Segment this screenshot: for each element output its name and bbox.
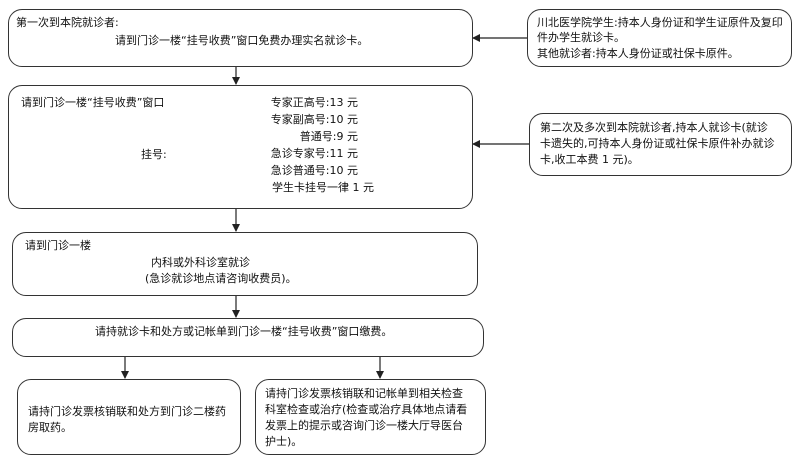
fee-expert-senior: 专家正高号:13 元 <box>270 96 358 109</box>
id-requirements-line1: 川北医学院学生:持本人身份证和学生证原件及复印 <box>537 16 783 29</box>
repeat-visit-box: 第二次及多次到本院就诊者,持本人就诊卡(就诊 卡遗失的,可持本人身份证或社保卡原… <box>529 113 792 176</box>
fee-expert-associate: 专家副高号:10 元 <box>270 113 358 126</box>
consultation-line2: 内科或外科诊室就诊 <box>151 256 250 269</box>
payment-line1: 请持就诊卡和处方或记帐单到门诊一楼“挂号收费”窗口缴费。 <box>95 325 393 338</box>
pharmacy-line2: 房取药。 <box>28 421 72 434</box>
fee-regular: 普通号:9 元 <box>299 130 358 143</box>
first-visit-box: 第一次到本院就诊者: 请到门诊一楼“挂号收费”窗口免费办理实名就诊卡。 <box>8 9 473 67</box>
exam-line2: 科室检查或治疗(检查或治疗具体地点请看 <box>265 403 468 416</box>
consultation-box: 请到门诊一楼 内科或外科诊室就诊 (急诊就诊地点请咨询收费员)。 <box>12 232 478 296</box>
registration-window: 请到门诊一楼“挂号收费”窗口 <box>21 96 165 109</box>
exam-line4: 护士)。 <box>265 435 303 448</box>
repeat-visit-line3: 卡,收工本费 1 元)。 <box>540 153 639 166</box>
registration-box: 请到门诊一楼“挂号收费”窗口 挂号: 专家正高号:13 元 专家副高号:10 元… <box>8 85 473 209</box>
exam-line1: 请持门诊发票核销联和记帐单到相关检查 <box>265 387 463 400</box>
fee-emergency-expert: 急诊专家号:11 元 <box>270 147 358 160</box>
pharmacy-line1: 请持门诊发票核销联和处方到门诊二楼药 <box>28 405 226 418</box>
repeat-visit-line1: 第二次及多次到本院就诊者,持本人就诊卡(就诊 <box>540 121 768 134</box>
consultation-line3: (急诊就诊地点请咨询收费员)。 <box>145 272 297 285</box>
repeat-visit-line2: 卡遗失的,可持本人身份证或社保卡原件补办就诊 <box>540 137 775 150</box>
exam-line3: 发票上的提示或咨询门诊一楼大厅导医台 <box>265 419 463 432</box>
fee-student-card: 学生卡挂号一律 1 元 <box>272 181 374 194</box>
id-requirements-line2: 件办学生就诊卡。 <box>537 31 625 44</box>
first-visit-title: 第一次到本院就诊者: <box>16 16 119 29</box>
exam-box: 请持门诊发票核销联和记帐单到相关检查 科室检查或治疗(检查或治疗具体地点请看 发… <box>255 379 486 455</box>
fee-emergency-regular: 急诊普通号:10 元 <box>270 164 358 177</box>
registration-label: 挂号: <box>141 148 167 161</box>
consultation-line1: 请到门诊一楼 <box>25 239 91 252</box>
id-requirements-line3: 其他就诊者:持本人身份证或社保卡原件。 <box>537 47 739 60</box>
id-requirements-box: 川北医学院学生:持本人身份证和学生证原件及复印 件办学生就诊卡。 其他就诊者:持… <box>527 9 792 67</box>
first-visit-instruction: 请到门诊一楼“挂号收费”窗口免费办理实名就诊卡。 <box>115 34 369 47</box>
pharmacy-box: 请持门诊发票核销联和处方到门诊二楼药 房取药。 <box>17 379 241 455</box>
payment-box: 请持就诊卡和处方或记帐单到门诊一楼“挂号收费”窗口缴费。 <box>12 318 484 357</box>
